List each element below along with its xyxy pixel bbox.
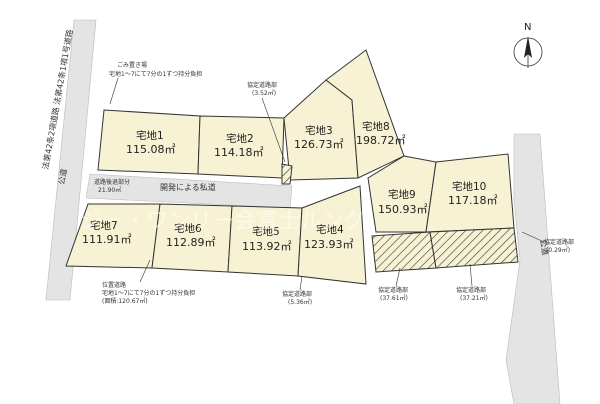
svg-text:宅地10: 宅地10 bbox=[452, 180, 486, 193]
lot-10-shape bbox=[425, 153, 515, 233]
lot-10-label: 宅地10 117.18㎡ bbox=[448, 180, 498, 207]
lot-2-label: 宅地2 114.18㎡ bbox=[214, 132, 264, 159]
designated-road-c bbox=[371, 231, 437, 273]
svg-text:21.90㎡: 21.90㎡ bbox=[98, 186, 121, 194]
lot-1-shape bbox=[97, 109, 201, 175]
svg-text:114.18㎡: 114.18㎡ bbox=[214, 146, 264, 159]
watermark: ジー・ワンリー会富士ルング bbox=[80, 209, 366, 234]
roads-layer bbox=[45, 19, 561, 404]
svg-text:宅地4: 宅地4 bbox=[316, 223, 344, 236]
svg-text:宅地1: 宅地1 bbox=[136, 129, 164, 142]
svg-text:117.18㎡: 117.18㎡ bbox=[448, 194, 498, 207]
svg-text:112.89㎡: 112.89㎡ bbox=[166, 236, 216, 249]
lot-4-shape bbox=[297, 185, 367, 285]
svg-text:宅地1〜7にて7分の1ずつ持分負担: 宅地1〜7にて7分の1ずつ持分負担 bbox=[109, 70, 202, 78]
north-label: N bbox=[524, 22, 531, 33]
vertical-road bbox=[45, 19, 97, 301]
svg-text:宅地8: 宅地8 bbox=[362, 120, 390, 133]
svg-text:協定道路部: 協定道路部 bbox=[378, 286, 408, 294]
lot-8-label: 宅地8 198.72㎡ bbox=[356, 120, 406, 147]
svg-text:ごみ置き場: ごみ置き場 bbox=[117, 61, 147, 69]
svg-text:宅地2: 宅地2 bbox=[226, 132, 254, 145]
designated-road-d bbox=[429, 227, 519, 269]
svg-text:協定道路部: 協定道路部 bbox=[247, 81, 277, 89]
svg-text:(5.36㎡): (5.36㎡) bbox=[288, 298, 312, 306]
public-road-left-label: 公道 bbox=[56, 168, 69, 185]
designated-road-e-note: 協定道路部 (0.29㎡) bbox=[521, 231, 574, 254]
lot-8-shape bbox=[325, 49, 405, 179]
lot-9-label: 宅地9 150.93㎡ bbox=[378, 188, 428, 216]
svg-text:位置道路: 位置道路 bbox=[102, 281, 126, 289]
svg-text:協定道路部: 協定道路部 bbox=[544, 238, 574, 246]
north-arrow-icon: N bbox=[513, 22, 543, 68]
lot-1-label: 宅地1 115.08㎡ bbox=[126, 129, 176, 156]
svg-text:123.93㎡: 123.93㎡ bbox=[304, 238, 354, 251]
svg-text:宅地5: 宅地5 bbox=[252, 225, 280, 238]
svg-text:協定道路部: 協定道路部 bbox=[456, 286, 486, 294]
svg-text:115.08㎡: 115.08㎡ bbox=[126, 143, 176, 156]
lot-9-shape bbox=[367, 155, 437, 233]
lot-6-label: 宅地6 112.89㎡ bbox=[166, 222, 216, 249]
designated-road-c-note: 協定道路部 (37.61㎡) bbox=[378, 267, 408, 302]
svg-text:宅地9: 宅地9 bbox=[388, 188, 416, 201]
svg-text:198.72㎡: 198.72㎡ bbox=[356, 134, 406, 147]
lots-layer bbox=[65, 49, 519, 285]
svg-text:宅地1〜7にて7分の1ずつ持分負担: 宅地1〜7にて7分の1ずつ持分負担 bbox=[102, 289, 195, 297]
lot-3-label: 宅地3 126.73㎡ bbox=[294, 124, 344, 151]
svg-text:協定道路部: 協定道路部 bbox=[282, 290, 312, 298]
svg-text:宅地7: 宅地7 bbox=[90, 219, 118, 232]
svg-text:(37.21㎡): (37.21㎡) bbox=[460, 294, 488, 302]
designated-road-a-note: 協定道路部 (3.52㎡) bbox=[247, 81, 286, 163]
public-road-right-label: 公道 bbox=[538, 239, 551, 256]
private-road-label: 開発による私道 bbox=[160, 182, 216, 192]
lot-7-label: 宅地7 111.91㎡ bbox=[82, 219, 132, 246]
svg-text:(37.61㎡): (37.61㎡) bbox=[380, 294, 408, 302]
road-expand-note: 道路後退部分 21.90㎡ bbox=[94, 178, 130, 194]
lot-4-label: 宅地4 123.93㎡ bbox=[304, 223, 354, 251]
svg-text:126.73㎡: 126.73㎡ bbox=[294, 138, 344, 151]
road-right bbox=[505, 133, 561, 404]
svg-text:113.92㎡: 113.92㎡ bbox=[242, 240, 292, 253]
svg-text:道路後退部分: 道路後退部分 bbox=[94, 178, 130, 186]
private-road-note: 位置道路 宅地1〜7にて7分の1ずつ持分負担 (面積:120.67㎡) bbox=[102, 259, 195, 305]
lot-5-label: 宅地5 113.92㎡ bbox=[242, 225, 292, 253]
svg-text:宅地3: 宅地3 bbox=[305, 124, 333, 137]
designated-road-a bbox=[281, 163, 293, 185]
svg-text:(0.29㎡): (0.29㎡) bbox=[546, 246, 570, 254]
svg-text:(3.52㎡): (3.52㎡) bbox=[252, 89, 276, 97]
designated-road-d-note: 協定道路部 (37.21㎡) bbox=[456, 263, 488, 302]
svg-text:(面積:120.67㎡): (面積:120.67㎡) bbox=[102, 297, 148, 305]
svg-text:111.91㎡: 111.91㎡ bbox=[82, 233, 132, 246]
garbage-note: ごみ置き場 宅地1〜7にて7分の1ずつ持分負担 bbox=[109, 61, 202, 105]
svg-text:150.93㎡: 150.93㎡ bbox=[378, 203, 428, 216]
svg-text:宅地6: 宅地6 bbox=[174, 222, 202, 235]
designated-road-b-note: 協定道路部 (5.36㎡) bbox=[282, 275, 312, 306]
